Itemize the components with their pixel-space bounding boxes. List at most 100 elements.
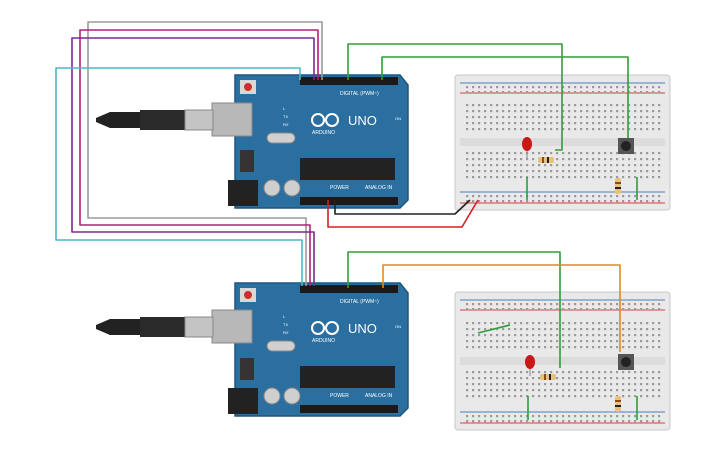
breadboard-hole [484,328,487,331]
breadboard-hole [466,158,469,161]
breadboard-hole [658,334,661,337]
breadboard-hole [556,91,559,94]
breadboard-hole [466,308,469,311]
breadboard-hole [610,420,613,423]
wires [55,21,638,420]
breadboard-hole [544,308,547,311]
breadboard-hole [538,86,541,89]
breadboard-hole [598,176,601,179]
breadboard-hole [628,158,631,161]
breadboard-hole [526,415,529,418]
breadboard-hole [532,322,535,325]
breadboard-hole [526,395,529,398]
breadboard-hole [484,195,487,198]
breadboard-hole [580,110,583,113]
breadboard-hole [502,152,505,155]
breadboard-hole [628,395,631,398]
breadboard-hole [574,200,577,203]
breadboard-hole [514,395,517,398]
breadboard-hole [574,104,577,107]
wire-green [477,324,511,334]
breadboard-hole [598,122,601,125]
breadboard-hole [502,322,505,325]
breadboard-hole [550,170,553,173]
breadboard-hole [478,303,481,306]
breadboard-hole [622,200,625,203]
breadboard-hole [496,328,499,331]
breadboard-hole [604,200,607,203]
breadboard-hole [484,340,487,343]
breadboard-hole [496,308,499,311]
breadboard-hole [640,91,643,94]
usb-plug-icon [96,316,214,338]
breadboard-hole [658,377,661,380]
breadboard-hole [526,303,529,306]
breadboard-hole [508,158,511,161]
digital-header-label: DIGITAL (PWM~) [340,299,379,305]
breadboard-hole [586,170,589,173]
breadboard-hole [490,122,493,125]
breadboard-hole [556,346,559,349]
breadboard-hole [502,303,505,306]
breadboard-hole [562,303,565,306]
breadboard-hole [466,371,469,374]
breadboard-hole [634,340,637,343]
breadboard-hole [646,415,649,418]
breadboard-hole [526,122,529,125]
breadboard-hole [544,104,547,107]
breadboard-hole [556,104,559,107]
breadboard-hole [466,395,469,398]
breadboard-hole [568,200,571,203]
breadboard-hole [580,128,583,131]
breadboard-hole [622,334,625,337]
resistor-icon [615,396,621,412]
breadboard-hole [556,303,559,306]
breadboard-hole [574,415,577,418]
breadboard-hole [514,346,517,349]
breadboard-hole [508,383,511,386]
breadboard-hole [466,104,469,107]
breadboard-hole [586,328,589,331]
breadboard-hole [478,383,481,386]
breadboard-hole [610,328,613,331]
breadboard-hole [616,195,619,198]
microcontroller-chip [300,366,395,388]
breadboard-hole [514,303,517,306]
breadboard-hole [538,176,541,179]
breadboard-hole [580,308,583,311]
breadboard-hole [604,128,607,131]
breadboard-hole [616,340,619,343]
breadboard-hole [526,128,529,131]
breadboard-hole [622,415,625,418]
wire-cyan [55,67,303,286]
breadboard-hole [508,308,511,311]
breadboard-hole [532,389,535,392]
breadboard-hole [526,389,529,392]
breadboard-hole [520,86,523,89]
breadboard-hole [592,308,595,311]
breadboard-hole [658,415,661,418]
capacitor [263,179,281,197]
breadboard-hole [598,395,601,398]
breadboard-hole [502,308,505,311]
breadboard-hole [604,420,607,423]
breadboard-hole [496,415,499,418]
breadboard-hole [538,110,541,113]
breadboard-hole [598,158,601,161]
breadboard-hole [526,110,529,113]
breadboard-hole [550,303,553,306]
breadboard-hole [526,116,529,119]
power-label: POWER [330,185,349,191]
breadboard-hole [520,104,523,107]
breadboard-hole [544,195,547,198]
breadboard-hole [586,176,589,179]
breadboard-hole [628,371,631,374]
breadboard-hole [586,415,589,418]
breadboard-hole [508,195,511,198]
breadboard-hole [640,122,643,125]
breadboard-hole [466,122,469,125]
breadboard-hole [550,176,553,179]
breadboard-hole [562,200,565,203]
breadboard-hole [508,104,511,107]
breadboard-hole [490,152,493,155]
